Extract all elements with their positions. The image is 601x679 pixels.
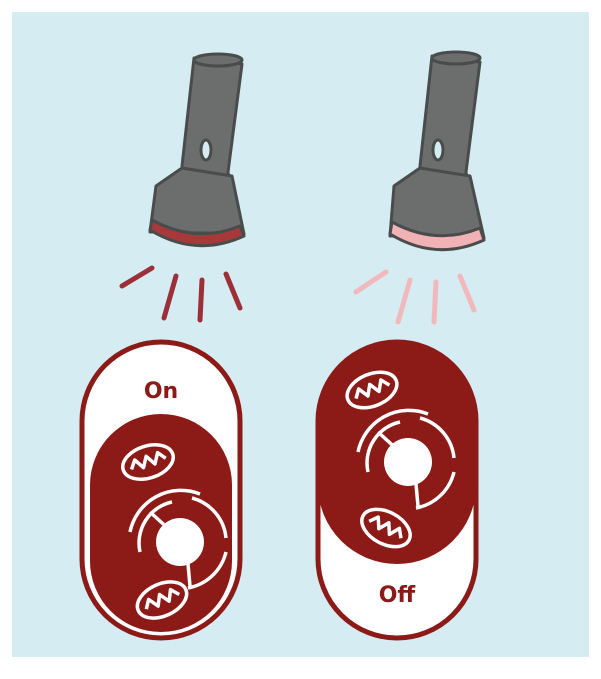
flashlight-off-icon [390,52,484,250]
switch-label-off: Off [379,583,417,608]
flashlight-on-icon [150,54,244,246]
light-beam-off [356,272,474,322]
light-beam-on [122,268,240,320]
switch-label-on: On [144,379,178,404]
